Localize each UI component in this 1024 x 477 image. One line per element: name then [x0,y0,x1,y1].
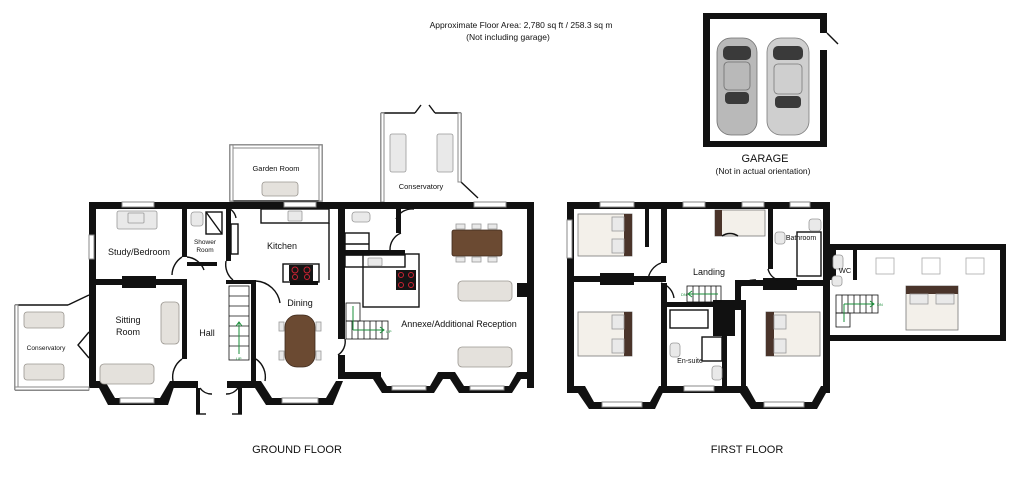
room-label-kitchen: Kitchen [267,241,297,251]
garage-title: GARAGE [741,153,788,165]
room-label-bathroom: Bathroom [786,235,817,242]
room-label-annexe: Annexe/Additional Reception [401,319,517,329]
first-floor-plan: DN [566,201,1006,409]
room-label-ensuite: En-suite [677,358,703,365]
hall-stairs [228,285,250,361]
bed-icon [765,311,821,357]
room-label-conservatory-top: Conservatory [399,182,444,191]
room-label-garden-room: Garden Room [252,164,299,173]
room-label-dining: Dining [287,298,313,308]
ground-floor-title: GROUND FLOOR [252,444,342,456]
sofa-icon [457,346,513,368]
floor-area-text: Approximate Floor Area: 2,780 sq ft / 25… [430,20,613,30]
car-icon [766,37,810,136]
room-label-study: Study/Bedroom [108,247,170,257]
first-floor-title: FIRST FLOOR [711,444,784,456]
annexe-stairs-up-label: UP [386,329,392,334]
bed-icon [714,209,766,237]
room-label-sitting-line1: Sitting [115,315,140,325]
car-icon [716,37,758,136]
room-label-hall: Hall [199,328,215,338]
annexe-stairs-down-label: DN [877,302,883,307]
landing-stairs [686,285,722,303]
garage-plan [703,13,839,147]
room-label-shower-line1: Shower [194,239,217,246]
skylight-icon [965,257,985,275]
annexe-dining-table-icon [451,223,503,263]
room-label-conservatory-left: Conservatory [27,345,66,352]
annexe-stairs [345,302,389,340]
hob-icon [289,265,313,281]
skylight-icon [921,257,941,275]
hall-stairs-up-label: UP [236,356,242,361]
bed-icon [577,311,633,357]
room-label-wc: WC [839,266,852,275]
sofa-icon [99,363,155,385]
dining-table-icon [278,314,322,368]
room-label-landing: Landing [693,267,725,277]
room-label-shower-line2: Room [196,247,213,254]
bed-icon [905,285,959,331]
garage-orientation-note: (Not in actual orientation) [716,166,811,176]
annexe-first-stairs [835,294,879,328]
garage-exclusion-note: (Not including garage) [466,32,550,42]
skylight-icon [875,257,895,275]
ground-floor-plan: UP [14,104,534,415]
sofa-icon [457,280,513,302]
landing-stairs-down-label: DN [681,292,687,297]
bed-icon [577,213,633,257]
room-label-sitting-line2: Room [116,327,140,337]
